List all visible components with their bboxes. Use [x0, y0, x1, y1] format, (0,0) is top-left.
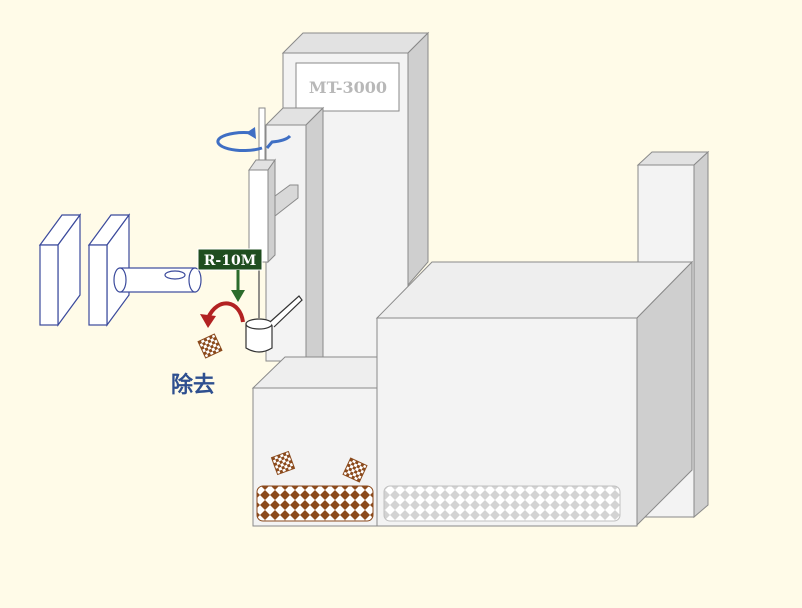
- spindle-tube: [113, 267, 202, 293]
- cup-tool: [245, 295, 303, 353]
- green-down-arrow-icon: [231, 270, 245, 302]
- tool-label: R-10M: [197, 248, 263, 271]
- red-curved-arrow-icon: [200, 301, 245, 328]
- main-base-block: [375, 260, 694, 527]
- removed-chip: [197, 333, 223, 359]
- remove-label: 除去: [171, 372, 215, 398]
- spindle-rod: [258, 107, 266, 169]
- tool-arm: [248, 158, 299, 318]
- left-panel-back: [38, 213, 82, 327]
- display-panel: [295, 62, 400, 112]
- machine-label: MT-3000: [309, 78, 387, 97]
- filled-tray: [256, 485, 374, 522]
- rotation-arrow-icon: [216, 127, 292, 153]
- empty-tray: [383, 485, 621, 522]
- collection-block: [251, 356, 378, 527]
- loose-chip-2: [342, 457, 368, 483]
- loose-chip-1: [270, 450, 296, 476]
- tool-label-text: R-10M: [204, 253, 256, 269]
